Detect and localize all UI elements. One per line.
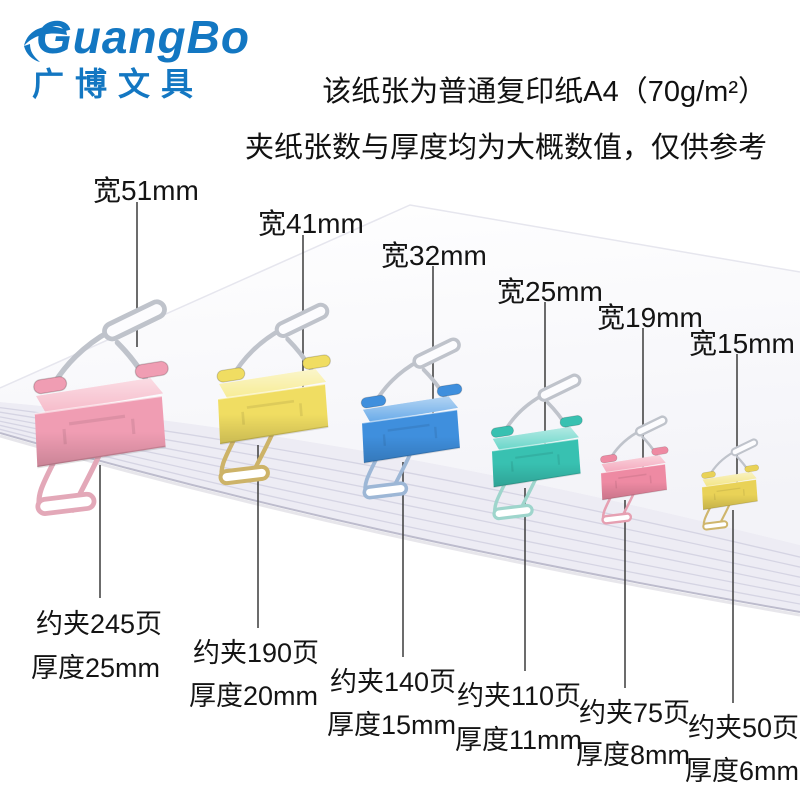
thickness-label-8mm: 厚度8mm — [576, 740, 690, 770]
capacity-label-110: 约夹110页 — [457, 681, 582, 711]
width-label-41mm: 宽41mm — [258, 208, 364, 239]
paper-bottom-edge — [0, 432, 800, 613]
capacity-label-140: 约夹140页 — [330, 667, 457, 697]
thickness-label-25mm: 厚度25mm — [31, 653, 161, 683]
width-label-25mm: 宽25mm — [497, 276, 603, 307]
paper-bottom-shadow — [0, 434, 800, 617]
logo-swoosh-icon — [24, 26, 67, 62]
disclaimer-line1: 该纸张为普通复印纸A4（70g/m²） — [322, 76, 767, 108]
capacity-label-245: 约夹245页 — [36, 609, 163, 639]
capacity-label-190: 约夹190页 — [193, 638, 320, 668]
width-label-19mm: 宽19mm — [597, 302, 703, 333]
width-label-51mm: 宽51mm — [93, 175, 199, 206]
thickness-label-11mm: 厚度11mm — [455, 725, 583, 755]
thickness-label-6mm: 厚度6mm — [685, 756, 799, 786]
width-label-15mm: 宽15mm — [689, 328, 795, 359]
capacity-label-50: 约夹50页 — [688, 713, 800, 743]
brand-logo: GuangBo 广博文具 — [22, 14, 250, 100]
brand-logo-text: GuangBo — [36, 11, 250, 63]
brand-logo-subtext: 广博文具 — [32, 66, 205, 102]
capacity-label-75: 约夹75页 — [579, 698, 691, 728]
width-label-32mm: 宽32mm — [381, 240, 487, 271]
thickness-label-20mm: 厚度20mm — [189, 681, 319, 711]
disclaimer-line2: 夹纸张数与厚度均为大概数值，仅供参考 — [244, 132, 767, 164]
thickness-label-15mm: 厚度15mm — [327, 710, 457, 740]
disclaimer: 该纸张为普通复印纸A4（70g/m²） 夹纸张数与厚度均为大概数值，仅供参考 — [245, 64, 767, 176]
